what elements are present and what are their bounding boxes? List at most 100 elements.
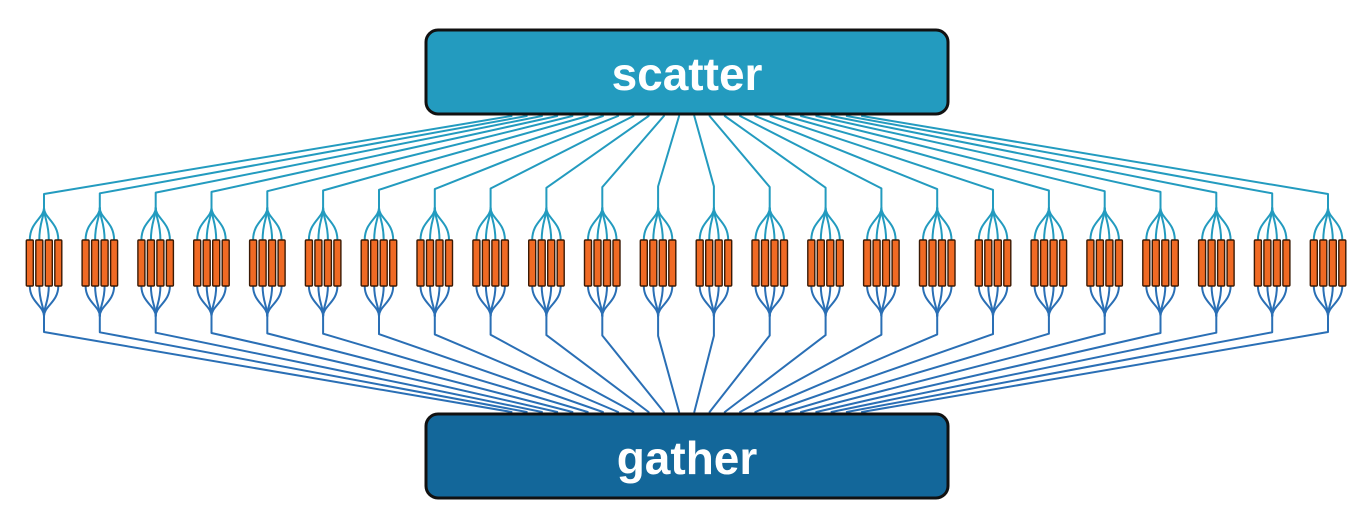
task-box[interactable] [202, 239, 211, 287]
task-box[interactable] [984, 239, 993, 287]
task-box[interactable] [649, 239, 658, 287]
task-box[interactable] [695, 239, 704, 287]
task-box[interactable] [1263, 239, 1272, 287]
task-box[interactable] [444, 239, 454, 287]
task-box[interactable] [1197, 239, 1207, 287]
task-box[interactable] [1216, 239, 1226, 287]
task-box[interactable] [258, 239, 267, 287]
task-box[interactable] [248, 239, 258, 287]
task-box[interactable] [1058, 239, 1068, 287]
task-box[interactable] [807, 239, 816, 287]
task-box[interactable] [528, 239, 537, 287]
task-box[interactable] [137, 239, 146, 287]
task-box[interactable] [947, 239, 956, 287]
task-box[interactable] [90, 239, 100, 287]
task-box[interactable] [425, 239, 435, 287]
task-box[interactable] [1207, 239, 1216, 287]
task-box[interactable] [881, 239, 891, 287]
task-box[interactable] [779, 239, 789, 287]
task-box[interactable] [1086, 239, 1095, 287]
task-box[interactable] [724, 239, 733, 287]
task-box[interactable] [658, 239, 667, 287]
task-box[interactable] [192, 239, 202, 287]
task-box[interactable] [1114, 239, 1124, 287]
task-box[interactable] [1049, 239, 1058, 287]
task-box[interactable] [472, 239, 481, 287]
task-box[interactable] [583, 239, 593, 287]
task-box[interactable] [928, 239, 937, 287]
task-box[interactable] [872, 239, 881, 287]
task-box[interactable] [1105, 239, 1114, 287]
task-box[interactable] [323, 239, 333, 287]
task-box[interactable] [314, 239, 323, 287]
task-box[interactable] [435, 239, 444, 287]
gather-box[interactable] [424, 412, 950, 500]
task-box[interactable] [267, 239, 277, 287]
task-box[interactable] [100, 239, 109, 287]
scatter-node[interactable]: scatter [424, 28, 950, 116]
task-box[interactable] [816, 239, 825, 287]
task-box[interactable] [360, 239, 369, 287]
task-box[interactable] [918, 239, 928, 287]
task-box[interactable] [109, 239, 119, 287]
task-box[interactable] [862, 239, 872, 287]
task-box[interactable] [826, 239, 835, 287]
task-box[interactable] [165, 239, 175, 287]
task-box[interactable] [1319, 239, 1328, 287]
task-box[interactable] [556, 239, 565, 287]
task-box[interactable] [1142, 239, 1151, 287]
scatter-box[interactable] [424, 28, 950, 116]
task-box[interactable] [1253, 239, 1263, 287]
task-box[interactable] [389, 239, 398, 287]
task-box[interactable] [593, 239, 602, 287]
task-box[interactable] [974, 239, 983, 287]
task-box[interactable] [639, 239, 648, 287]
task-box[interactable] [277, 239, 286, 287]
task-box[interactable] [835, 239, 844, 287]
task-box[interactable] [937, 239, 947, 287]
task-box[interactable] [304, 239, 314, 287]
task-box[interactable] [602, 239, 612, 287]
task-box[interactable] [1151, 239, 1161, 287]
task-box[interactable] [481, 239, 491, 287]
task-box[interactable] [770, 239, 779, 287]
task-box[interactable] [25, 239, 34, 287]
task-box[interactable] [1309, 239, 1319, 287]
task-box[interactable] [1226, 239, 1235, 287]
task-box[interactable] [751, 239, 760, 287]
task-box[interactable] [537, 239, 546, 287]
task-box[interactable] [714, 239, 723, 287]
task-box[interactable] [1338, 239, 1347, 287]
task-box[interactable] [379, 239, 388, 287]
task-box[interactable] [221, 239, 230, 287]
task-box[interactable] [1328, 239, 1338, 287]
gather-node[interactable]: gather [424, 412, 950, 500]
task-box[interactable] [1170, 239, 1180, 287]
task-box[interactable] [491, 239, 500, 287]
task-box[interactable] [54, 239, 63, 287]
task-box[interactable] [1039, 239, 1049, 287]
task-box[interactable] [612, 239, 621, 287]
task-box[interactable] [1282, 239, 1291, 287]
task-box[interactable] [35, 239, 44, 287]
task-box[interactable] [705, 239, 714, 287]
task-box[interactable] [416, 239, 425, 287]
task-box[interactable] [1095, 239, 1105, 287]
task-box[interactable] [500, 239, 510, 287]
task-box[interactable] [1030, 239, 1039, 287]
task-box[interactable] [333, 239, 342, 287]
task-box[interactable] [1003, 239, 1012, 287]
task-box[interactable] [81, 239, 90, 287]
task-box[interactable] [891, 239, 900, 287]
task-box[interactable] [211, 239, 221, 287]
task-box[interactable] [44, 239, 53, 287]
task-box[interactable] [760, 239, 770, 287]
task-box[interactable] [146, 239, 156, 287]
task-box[interactable] [668, 239, 677, 287]
task-box[interactable] [1272, 239, 1282, 287]
task-box[interactable] [1161, 239, 1170, 287]
task-box[interactable] [156, 239, 165, 287]
task-box[interactable] [993, 239, 1002, 287]
task-box[interactable] [370, 239, 379, 287]
task-box[interactable] [547, 239, 556, 287]
